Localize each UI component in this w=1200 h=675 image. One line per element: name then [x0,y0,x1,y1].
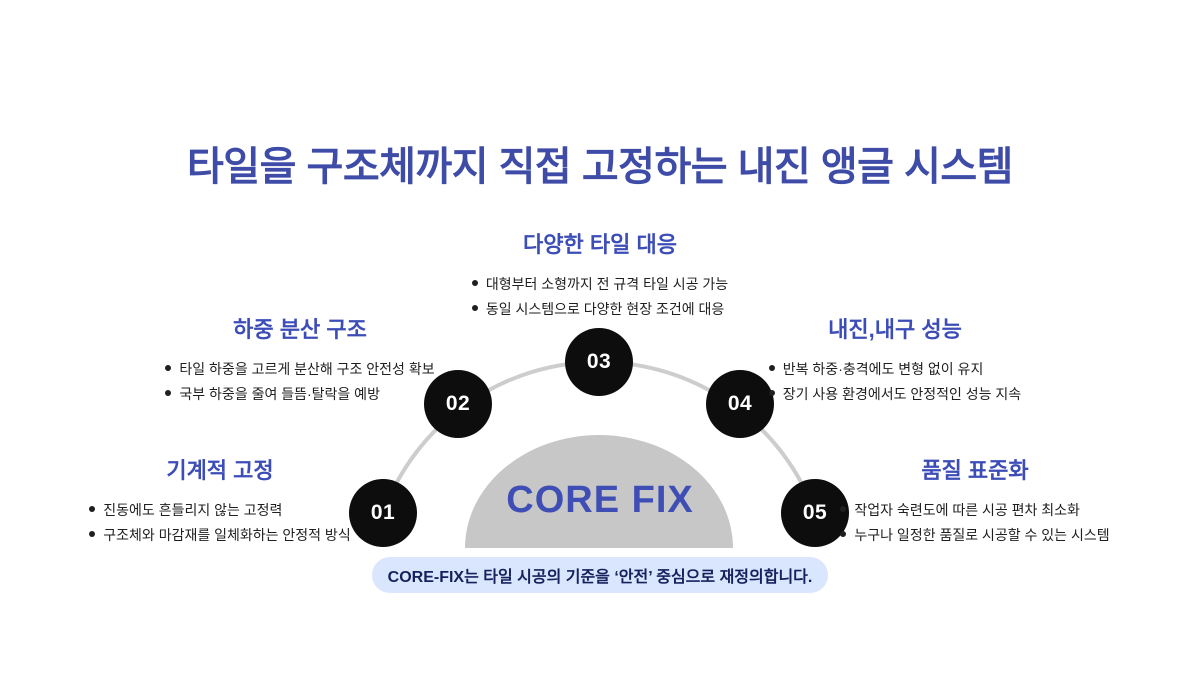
feature-section-mechanical-fixing: 기계적 고정 진동에도 흔들리지 않는 고정력 구조체와 마감재를 일체화하는 … [60,456,380,548]
bullet-text: 국부 하중을 줄여 들뜸·탈락을 예방 [179,386,380,402]
bullet-dot-icon [471,305,478,311]
step-circle-01: 01 [349,479,417,547]
bullet-text: 작업자 숙련도에 따른 시공 편차 최소화 [854,502,1080,518]
core-fix-label: CORE FIX [506,479,694,521]
feature-bullet: 반복 하중·충격에도 변형 없이 유지 [768,357,1021,382]
feature-heading: 기계적 고정 [166,458,274,483]
bullet-dot-icon [471,280,478,286]
feature-heading: 다양한 타일 대응 [523,232,677,257]
feature-bullet: 장기 사용 환경에서도 안정적인 성능 지속 [768,382,1022,407]
bullet-text: 장기 사용 환경에서도 안정적인 성능 지속 [782,386,1022,402]
feature-bullet: 진동에도 흔들리지 않는 고정력 [89,498,350,523]
bullet-dot-icon [165,390,172,396]
feature-bullet-list: 타일 하중을 고르게 분산해 구조 안전성 확보 국부 하중을 줄여 들뜸·탈락… [165,357,435,407]
feature-bullet: 동일 시스템으로 다양한 현장 조건에 대응 [471,297,728,322]
bullet-dot-icon [89,531,96,537]
step-number: 05 [802,501,828,524]
feature-bullet-list: 반복 하중·충격에도 변형 없이 유지 장기 사용 환경에서도 안정적인 성능 … [768,357,1022,407]
bullet-text: 대형부터 소형까지 전 규격 타일 시공 가능 [485,276,729,292]
bullet-dot-icon [165,365,172,371]
bullet-dot-icon [89,506,96,512]
bullet-dot-icon [768,390,775,396]
bullet-text: 구조체와 마감재를 일체화하는 안정적 방식 [103,527,351,543]
bullet-dot-icon [840,506,847,512]
page-title: 타일을 구조체까지 직접 고정하는 내진 앵글 시스템 [187,145,1013,189]
bullet-text: 진동에도 흔들리지 않는 고정력 [103,502,283,518]
feature-bullet: 대형부터 소형까지 전 규격 타일 시공 가능 [471,272,729,297]
feature-section-load-distribution: 하중 분산 구조 타일 하중을 고르게 분산해 구조 안전성 확보 국부 하중을… [140,315,460,407]
step-number: 04 [727,392,753,415]
step-circle-05: 05 [781,479,849,547]
feature-section-tile-variety: 다양한 타일 대응 대형부터 소형까지 전 규격 타일 시공 가능 동일 시스템… [420,230,780,322]
step-number: 03 [586,350,612,373]
feature-heading: 하중 분산 구조 [233,317,367,342]
feature-bullet: 누구나 일정한 품질로 시공할 수 있는 시스템 [840,523,1110,548]
feature-bullet: 구조체와 마감재를 일체화하는 안정적 방식 [89,523,351,548]
bullet-text: 반복 하중·충격에도 변형 없이 유지 [782,361,984,377]
step-circle-03: 03 [565,328,633,396]
feature-section-quality-standardization: 품질 표준화 작업자 숙련도에 따른 시공 편차 최소화 누구나 일정한 품질로… [815,456,1135,548]
step-number: 01 [370,501,396,524]
bullet-text: 타일 하중을 고르게 분산해 구조 안전성 확보 [179,361,435,377]
feature-section-seismic-durability: 내진,내구 성능 반복 하중·충격에도 변형 없이 유지 장기 사용 환경에서도… [735,315,1055,407]
feature-bullet: 작업자 숙련도에 따른 시공 편차 최소화 [840,498,1109,523]
feature-bullet-list: 작업자 숙련도에 따른 시공 편차 최소화 누구나 일정한 품질로 시공할 수 … [840,498,1110,548]
center-dome [465,435,733,548]
step-circle-04: 04 [706,370,774,438]
feature-bullet: 타일 하중을 고르게 분산해 구조 안전성 확보 [165,357,435,382]
step-circle-02: 02 [424,370,492,438]
caption-pill: CORE-FIX는 타일 시공의 기준을 ‘안전’ 중심으로 재정의합니다. [372,557,828,593]
caption-text: CORE-FIX는 타일 시공의 기준을 ‘안전’ 중심으로 재정의합니다. [387,569,813,586]
feature-bullet: 국부 하중을 줄여 들뜸·탈락을 예방 [165,382,434,407]
feature-heading: 내진,내구 성능 [828,317,962,342]
feature-bullet-list: 진동에도 흔들리지 않는 고정력 구조체와 마감재를 일체화하는 안정적 방식 [89,498,351,548]
feature-heading: 품질 표준화 [921,458,1029,483]
bullet-text: 누구나 일정한 품질로 시공할 수 있는 시스템 [854,527,1110,543]
bullet-dot-icon [840,531,847,537]
step-number: 02 [445,392,471,415]
bullet-dot-icon [768,365,775,371]
feature-bullet-list: 대형부터 소형까지 전 규격 타일 시공 가능 동일 시스템으로 다양한 현장 … [471,272,729,322]
bullet-text: 동일 시스템으로 다양한 현장 조건에 대응 [485,301,725,317]
